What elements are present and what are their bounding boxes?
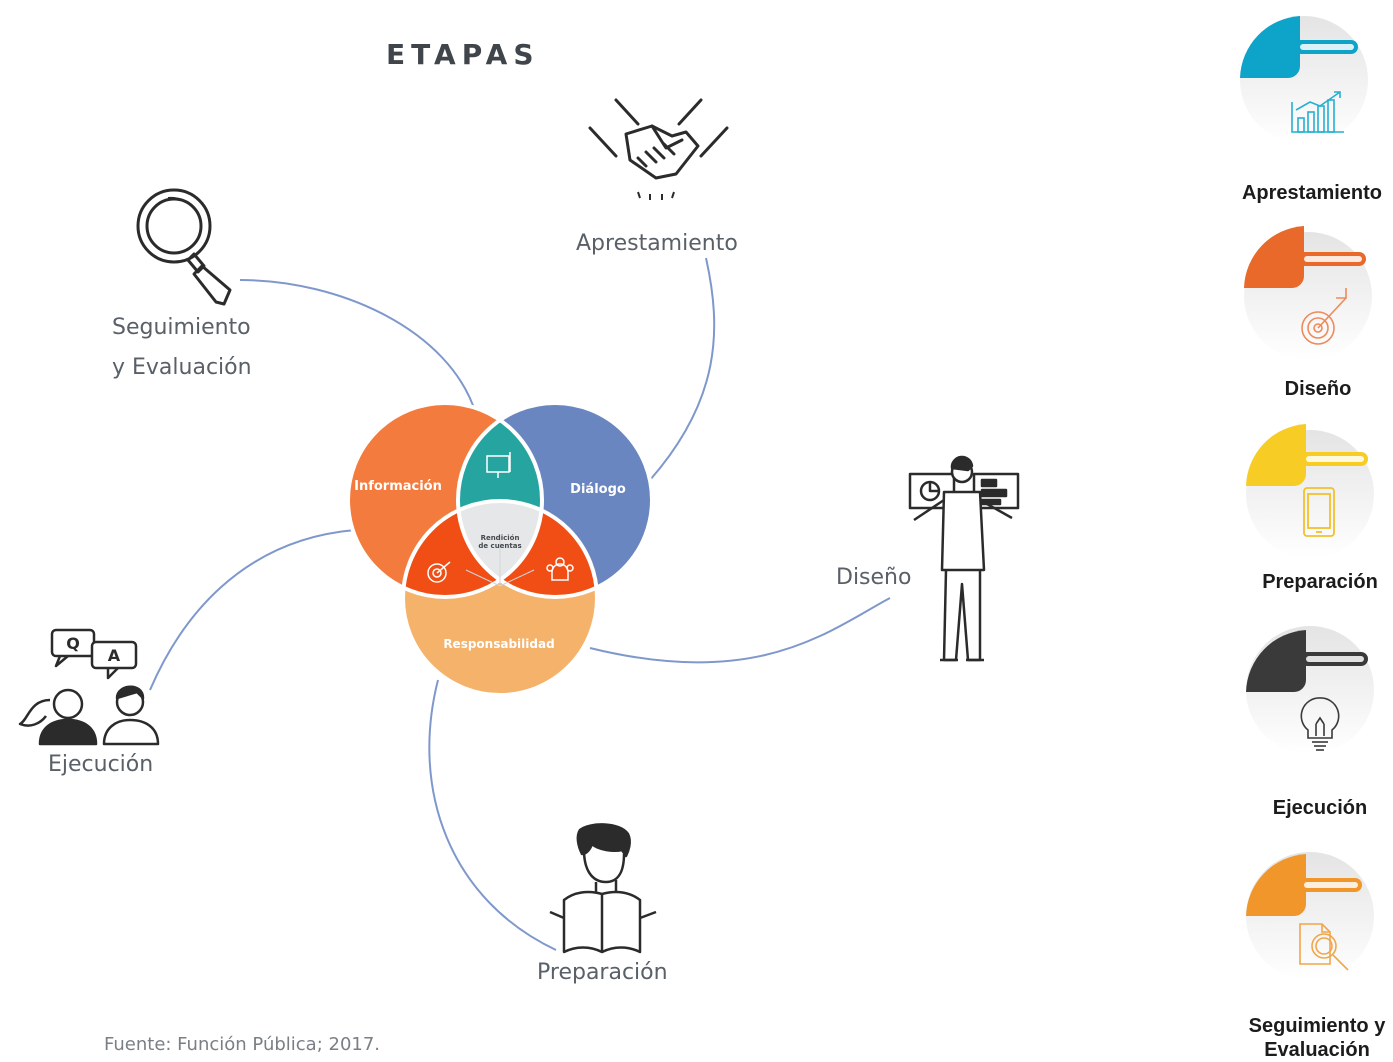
venn-center-label-1: Rendición xyxy=(481,534,520,542)
sidebar-label-ejecucion: Ejecución xyxy=(1272,797,1368,819)
source-note: Fuente: Función Pública; 2017. xyxy=(104,1034,381,1055)
sidebar-label-seguimiento: Seguimiento y Evaluación xyxy=(1248,1015,1386,1061)
qa-people-icon: Q A xyxy=(18,628,160,746)
venn-label-informacion: Información xyxy=(354,479,442,494)
bar-chart-icon xyxy=(1291,91,1344,133)
sidebar-label-apresta: Aprestamiento xyxy=(1241,182,1383,204)
document-search-icon xyxy=(1299,923,1349,971)
lightbulb-icon xyxy=(1300,697,1340,751)
stage-label-ejecucion: Ejecución xyxy=(48,752,154,777)
qa-q-letter: Q xyxy=(66,634,80,653)
sidebar-label-preparacion: Preparación xyxy=(1262,571,1378,593)
venn-center-label-2: de cuentas xyxy=(478,542,521,550)
venn-label-dialogo: Diálogo xyxy=(570,482,626,497)
qa-a-letter: A xyxy=(108,646,121,665)
presenter-icon xyxy=(908,455,1020,662)
reading-person-icon xyxy=(549,823,657,954)
sidebar-card-diseno xyxy=(1244,226,1372,360)
stage-label-seguimiento-line2: y Evaluación xyxy=(112,355,252,380)
stage-label-apresta: Aprestamiento xyxy=(576,231,738,256)
people-small-icon xyxy=(546,557,574,581)
connector-preparacion xyxy=(428,679,557,951)
lens-dialogo-responsabilidad xyxy=(458,501,597,597)
magnifier-icon xyxy=(136,188,232,306)
stage-label-diseno: Diseño xyxy=(836,565,912,590)
sidebar-card-seguimiento xyxy=(1246,852,1374,980)
sidebar-card-preparacion xyxy=(1246,424,1374,558)
sidebar-label-diseno: Diseño xyxy=(1284,378,1352,400)
handshake-icon xyxy=(588,98,729,200)
lens-informacion-responsabilidad xyxy=(403,501,542,597)
target-small-icon xyxy=(427,561,451,583)
tablet-icon xyxy=(1303,487,1335,537)
connector-lines xyxy=(149,257,891,951)
connector-apresta xyxy=(649,257,716,481)
stage-label-seguimiento-line1: Seguimiento xyxy=(112,315,251,340)
presentation-icon xyxy=(486,452,511,478)
sidebar-card-ejecucion xyxy=(1246,626,1374,754)
venn-label-responsabilidad: Responsabilidad xyxy=(443,637,554,651)
sidebar-card-apresta xyxy=(1240,16,1368,144)
target-icon xyxy=(1301,288,1347,345)
venn-diagram: Información Diálogo Responsabilidad Rend… xyxy=(346,401,654,697)
connector-seguimiento xyxy=(239,279,477,415)
connector-diseno xyxy=(589,597,891,664)
diagram-title: ETAPAS xyxy=(386,38,540,71)
stage-label-preparacion: Preparación xyxy=(537,960,668,985)
connector-ejecucion xyxy=(149,529,356,691)
